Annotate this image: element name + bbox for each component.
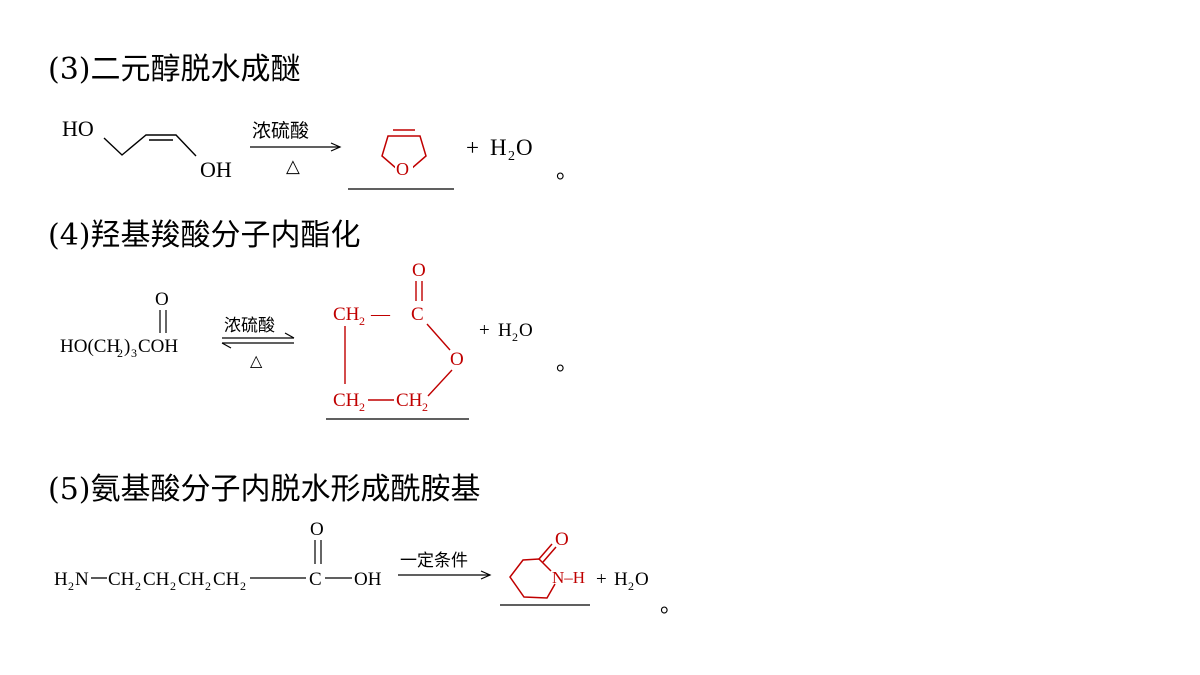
r4-arrow-back-barb — [221, 342, 232, 349]
r4-reactant-sub2: 3 — [131, 346, 137, 360]
r4-product-c: C — [411, 304, 424, 325]
r5-reactant-h: H — [54, 569, 68, 590]
r4-product-ch2-bl: CH — [333, 390, 360, 411]
r4-end-mark: 。 — [556, 350, 578, 375]
r3-butenediol-skeleton — [103, 134, 197, 157]
r3-condition-bottom: △ — [286, 156, 300, 177]
r3-arrow-head — [330, 142, 342, 152]
r4-condition-top: 浓硫酸 — [224, 316, 275, 336]
reaction-5: O H 2 N CH 2 CH 2 CH 2 CH 2 C OH 一定条件 O … — [54, 519, 682, 617]
r4-product-ch2-bl-sub: 2 — [359, 400, 365, 414]
r5-chain-sub-4: 2 — [240, 579, 246, 593]
r5-arrow-head — [480, 570, 492, 580]
r4-water-h: H — [498, 320, 512, 341]
r5-water-o: O — [635, 569, 649, 590]
r5-chain-ch2-1: CH — [108, 569, 135, 590]
r5-water-h: H — [614, 569, 628, 590]
r5-chain-ch2-3: CH — [178, 569, 205, 590]
r5-chain-sub-3: 2 — [205, 579, 211, 593]
r4-reactant-o: O — [155, 289, 169, 310]
r3-water-sub: 2 — [508, 149, 515, 164]
r5-plus: + — [596, 569, 607, 590]
r5-product-co-bond-a — [538, 543, 553, 560]
r4-reactant-formula-b: ) — [124, 336, 130, 357]
r3-end-mark: 。 — [556, 158, 578, 183]
r3-reactant-oh: OH — [200, 157, 232, 182]
r5-condition-top: 一定条件 — [400, 551, 468, 571]
r4-product-ch2-top: CH — [333, 304, 360, 325]
r5-chain-sub-2: 2 — [170, 579, 176, 593]
r4-product-carbonyl-o: O — [412, 260, 426, 281]
r5-product-ring — [509, 558, 556, 599]
r4-product-ch2-br-sub: 2 — [422, 400, 428, 414]
r5-water-sub: 2 — [628, 579, 634, 593]
r3-plus: + — [466, 135, 479, 160]
r5-product-o: O — [555, 529, 569, 550]
section4-heading: (4)羟基羧酸分子内酯化 — [48, 218, 361, 253]
r3-water-h: H — [490, 135, 507, 160]
r4-product-dash: — — [370, 304, 391, 325]
reaction-4: O HO(CH 2 ) 3 COH 浓硫酸 △ O CH 2 — C O CH … — [60, 260, 578, 420]
r4-reactant-formula-c: COH — [138, 336, 178, 357]
r5-product-nh: N–H — [552, 568, 585, 587]
r4-product-ch2-top-sub: 2 — [359, 314, 365, 328]
r3-reactant-ho: HO — [62, 116, 94, 141]
r5-chain-sub-1: 2 — [135, 579, 141, 593]
r5-reactant-n: N — [75, 569, 89, 590]
r4-reactant-formula-a: HO(CH — [60, 336, 120, 357]
r5-end-mark: 。 — [660, 592, 682, 617]
r4-water-sub: 2 — [512, 330, 518, 344]
r5-reactant-o: O — [310, 519, 324, 540]
r5-reactant-oh: OH — [354, 569, 382, 590]
r4-arrow-forward-barb — [284, 332, 295, 339]
section3-heading: (3)二元醇脱水成醚 — [48, 52, 301, 87]
r4-product-o-ch2-bond — [427, 369, 453, 397]
r3-condition-top: 浓硫酸 — [252, 120, 309, 142]
r4-plus: + — [479, 320, 490, 341]
r3-water-o: O — [516, 135, 533, 160]
r4-product-ring-o: O — [450, 349, 464, 370]
r4-product-c-o-bond — [426, 323, 451, 351]
r5-product-co-bond-b — [542, 546, 557, 563]
r4-condition-bottom: △ — [250, 351, 263, 370]
r3-product-o: O — [396, 159, 409, 179]
r5-chain-ch2-2: CH — [143, 569, 170, 590]
r4-product-ch2-br: CH — [396, 390, 423, 411]
section5-heading: (5)氨基酸分子内脱水形成酰胺基 — [48, 472, 481, 507]
r4-water-o: O — [519, 320, 533, 341]
r5-chain-ch2-4: CH — [213, 569, 240, 590]
r5-reactant-h-sub: 2 — [68, 579, 74, 593]
r5-reactant-c: C — [309, 569, 322, 590]
reaction-3: HO OH 浓硫酸 △ O + H 2 O 。 — [62, 116, 578, 190]
r4-reactant-sub1: 2 — [117, 346, 123, 360]
r3-ring-o-mask — [395, 160, 413, 176]
